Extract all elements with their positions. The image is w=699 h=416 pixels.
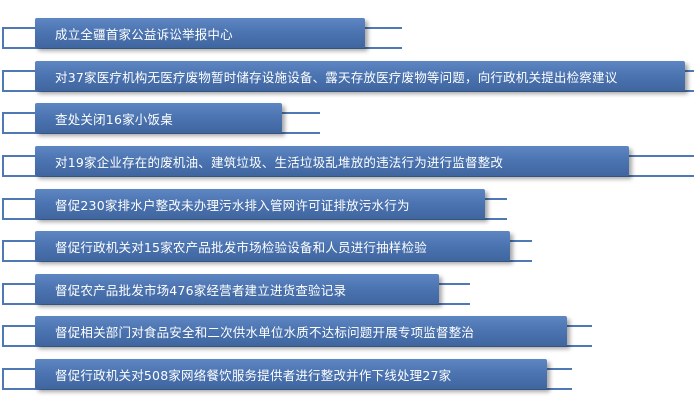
measure-bar: 督促农产品批发市场476家经营者建立进货查验记录	[35, 274, 439, 304]
measure-bar: 成立全疆首家公益诉讼举报中心	[35, 18, 365, 48]
measure-text: 查处关闭16家小饭桌	[55, 111, 173, 127]
measure-bar: 督促相关部门对食品安全和二次供水单位水质不达标问题开展专项监督整治	[35, 316, 567, 346]
measure-text: 督促农产品批发市场476家经营者建立进货查验记录	[55, 282, 347, 298]
measure-bar: 查处关闭16家小饭桌	[35, 103, 282, 133]
measure-bar: 督促行政机关对15家农产品批发市场检验设备和人员进行抽样检验	[35, 231, 510, 261]
measure-bar: 对19家企业存在的废机油、建筑垃圾、生活垃圾乱堆放的违法行为进行监督整改	[35, 146, 629, 176]
measure-text: 督促行政机关对15家农产品批发市场检验设备和人员进行抽样检验	[55, 239, 427, 255]
measure-text: 对37家医疗机构无医疗废物暂时储存设施设备、露天存放医疗废物等问题，向行政机关提…	[55, 69, 618, 85]
measure-bar: 督促230家排水户整改未办理污水排入管网许可证排放污水行为	[35, 189, 485, 219]
measure-text: 成立全疆首家公益诉讼举报中心	[55, 26, 233, 42]
measure-bar: 对37家医疗机构无医疗废物暂时储存设施设备、露天存放医疗废物等问题，向行政机关提…	[35, 61, 685, 91]
measure-text: 督促230家排水户整改未办理污水排入管网许可证排放污水行为	[55, 197, 410, 213]
measure-bar: 督促行政机关对508家网络餐饮服务提供者进行整改并作下线处理27家	[35, 359, 547, 389]
measure-text: 对19家企业存在的废机油、建筑垃圾、生活垃圾乱堆放的违法行为进行监督整改	[55, 154, 504, 170]
measure-text: 督促行政机关对508家网络餐饮服务提供者进行整改并作下线处理27家	[55, 367, 452, 383]
measure-text: 督促相关部门对食品安全和二次供水单位水质不达标问题开展专项监督整治	[55, 324, 475, 340]
